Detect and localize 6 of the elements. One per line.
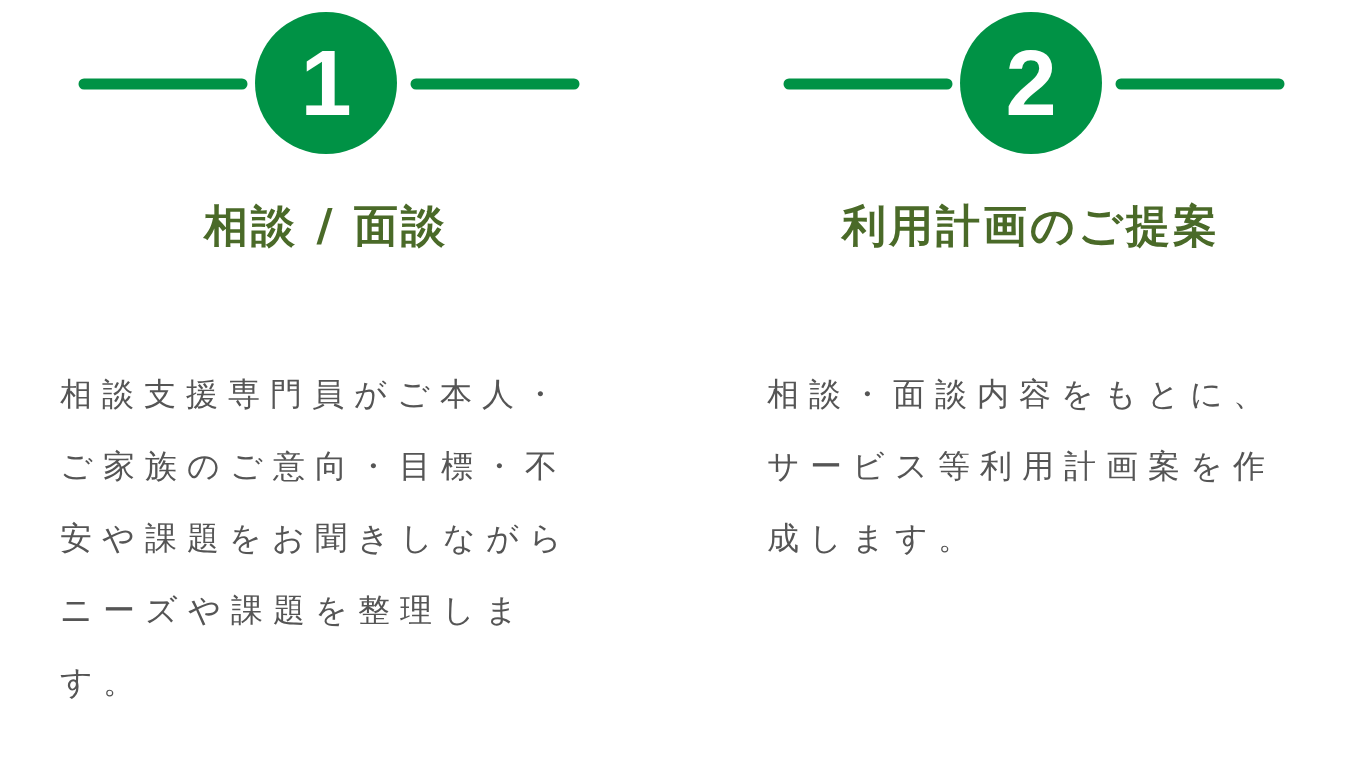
step-heading: 利用計画のご提案	[840, 200, 1221, 253]
step-description: 相談・面談内容をもとに、サービス等利用計画案を作成します。	[767, 374, 1276, 559]
step-description: 相談支援専門員がご本人・ご家族のご意向・目標・不安や課題をお聞きしながらニーズや課題を整理します。	[60, 374, 572, 703]
step-number-circle: 2	[960, 12, 1102, 154]
step-heading: 相談 / 面談	[202, 200, 449, 253]
step-number-circle: 1	[255, 12, 397, 154]
